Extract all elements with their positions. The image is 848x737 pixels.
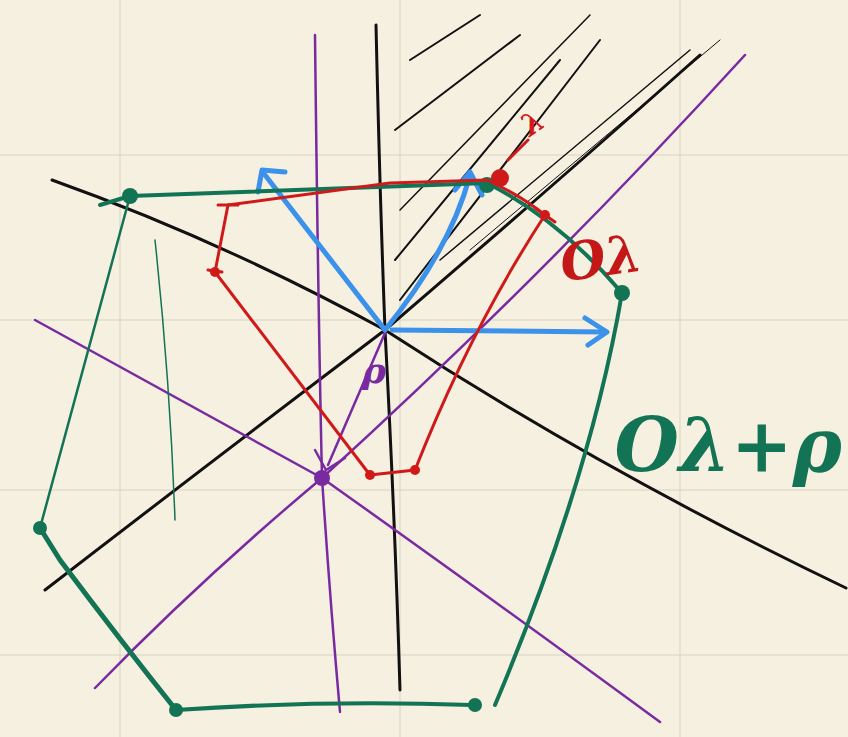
orbit-label: Oλ bbox=[557, 227, 645, 290]
orbit-label: Oλ+ρ bbox=[614, 408, 842, 482]
rho-label: ρ bbox=[362, 352, 386, 388]
weight-label: λ bbox=[515, 105, 549, 142]
